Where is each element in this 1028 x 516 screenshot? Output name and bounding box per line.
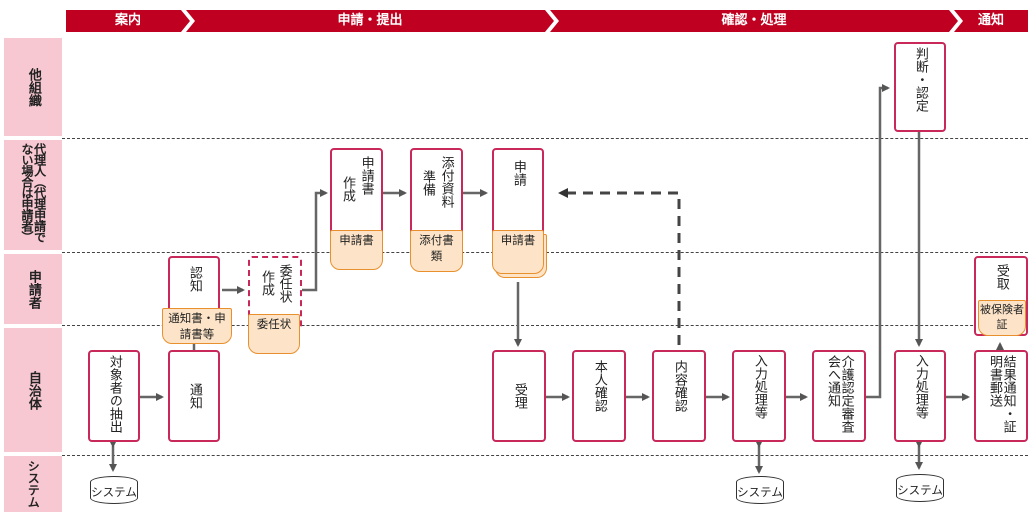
box-apply-label: 申請 (510, 160, 526, 186)
box-prepare-attachments: 準備 添付資料 (410, 148, 463, 244)
box-judge-certify-label: 判断・認定 (912, 47, 928, 112)
system-database-icon: システム (736, 476, 784, 504)
box-notify: 通知 (168, 350, 220, 442)
box-extract-targets: 対象者の抽出 (88, 350, 140, 442)
box-identity-check-label: 本人確認 (591, 360, 607, 412)
box-result-notify-mail-label: 結果通知・証明書郵送 (987, 355, 1016, 433)
box-prepare-label: 準備 (420, 170, 435, 196)
lane-applicant-label: 申請者 (25, 269, 41, 309)
system-database-icon: システム (90, 476, 138, 504)
phase-guidance: 案内 (66, 10, 190, 32)
box-recognize-label: 認知 (186, 266, 202, 292)
lane-separator (62, 252, 1028, 253)
box-input-processing-2: 入力処理等 (894, 350, 946, 442)
box-attachments-label: 添付資料 (438, 156, 454, 208)
doc-insurance-card: 被保険者証 (978, 300, 1026, 336)
box-input-processing-1-label: 入力処理等 (751, 354, 767, 419)
phase-notification: 通知 (954, 10, 1028, 32)
lane-separator (62, 325, 1028, 326)
lane-municipality: 自治体 (4, 328, 62, 452)
box-committee-notice: 介護認定審査会へ通知 (812, 350, 866, 442)
lane-municipality-label: 自治体 (25, 370, 41, 410)
box-identity-check: 本人確認 (572, 350, 626, 442)
box-receive-label: 受理 (511, 383, 527, 409)
system-label: システム (897, 483, 943, 497)
box-content-check-label: 内容確認 (671, 360, 687, 412)
doc-application-1: 申請書 (330, 230, 383, 270)
lane-separator (62, 455, 1028, 456)
doc-application-2: 申請書 (492, 230, 544, 274)
phase-processing: 確認・処理 (550, 10, 958, 32)
lane-other-org-label: 他組織 (25, 67, 41, 107)
lane-applicant: 申請者 (4, 254, 62, 324)
lane-system: システム (4, 456, 62, 512)
lane-other-org: 他組織 (4, 38, 62, 136)
box-create-application-label: 作成 (340, 176, 355, 202)
system-label: システム (737, 485, 783, 499)
box-result-notify-mail: 結果通知・証明書郵送 (974, 350, 1028, 442)
system-label: システム (91, 485, 137, 499)
box-committee-notice-label: 介護認定審査会へ通知 (825, 355, 854, 433)
phase-application: 申請・提出 (186, 10, 554, 32)
box-input-processing-1: 入力処理等 (732, 350, 786, 442)
lane-agent: 代理人（代理申請でない場合は申請者） (4, 140, 62, 250)
doc-notice-forms: 通知書・申請書等 (162, 308, 232, 344)
box-create-proxy-label: 作成 (259, 270, 274, 296)
box-input-processing-2-label: 入力処理等 (912, 354, 928, 419)
lane-separator (62, 138, 1028, 139)
box-pickup-label: 受取 (993, 264, 1009, 290)
box-proxy-form-label: 委任状 (276, 264, 292, 303)
lane-system-label: システム (26, 460, 41, 508)
box-content-check: 内容確認 (652, 350, 706, 442)
box-judge-certify: 判断・認定 (894, 42, 946, 132)
box-notify-label: 通知 (186, 383, 202, 409)
doc-attachments: 添付書類 (410, 230, 463, 272)
system-database-icon: システム (896, 474, 944, 502)
box-create-application: 作成 申請書 (330, 148, 383, 244)
lane-agent-label: 代理人（代理申請でない場合は申請者） (20, 143, 47, 242)
box-application-title: 申請書 (358, 156, 374, 195)
box-extract-targets-label: 対象者の抽出 (106, 355, 122, 433)
doc-proxy-form: 委任状 (248, 314, 300, 354)
box-receive: 受理 (492, 350, 546, 442)
